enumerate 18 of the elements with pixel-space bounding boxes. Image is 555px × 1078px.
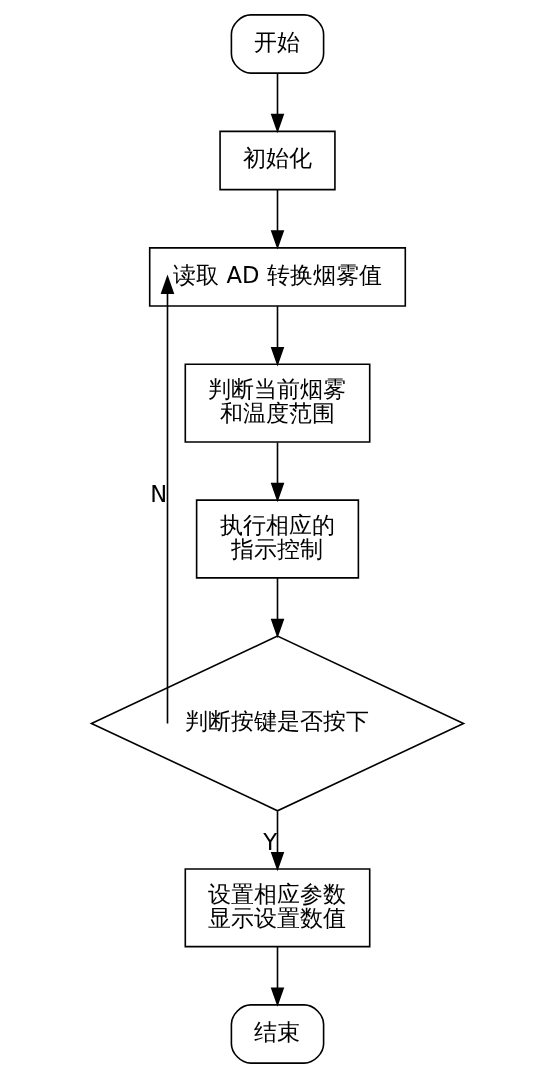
edge-label: Y bbox=[263, 829, 278, 856]
node-box: 结束 bbox=[230, 1004, 325, 1064]
node-diamond: 判断按键是否按下 bbox=[89, 635, 466, 812]
arrow bbox=[270, 577, 285, 639]
node-box: 执行相应的指示控制 bbox=[195, 499, 360, 579]
arrow bbox=[270, 72, 285, 134]
arrow bbox=[270, 305, 285, 367]
node-box: 初始化 bbox=[219, 130, 336, 191]
node-box: 开始 bbox=[230, 14, 325, 74]
arrow bbox=[270, 810, 285, 872]
node-box: 读取 AD 转换烟雾值 bbox=[148, 247, 407, 307]
node-box: 判断当前烟雾和温度范围 bbox=[184, 363, 371, 443]
arrow bbox=[270, 441, 285, 503]
edge-label: N bbox=[150, 481, 168, 508]
arrow bbox=[270, 946, 285, 1007]
arrow bbox=[160, 274, 175, 725]
node-box: 设置相应参数显示设置数值 bbox=[184, 868, 371, 948]
arrow bbox=[270, 189, 285, 250]
